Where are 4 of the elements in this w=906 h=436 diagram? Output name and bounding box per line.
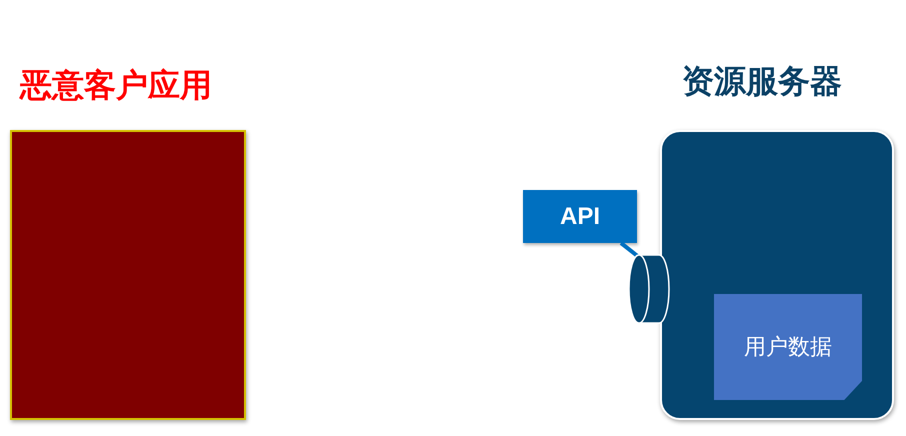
heading: 资源服务器 (682, 62, 842, 100)
heading: 恶意客户应用 (20, 66, 212, 104)
note-box: 用户数据 (714, 294, 862, 400)
callout-box: API (523, 190, 637, 243)
